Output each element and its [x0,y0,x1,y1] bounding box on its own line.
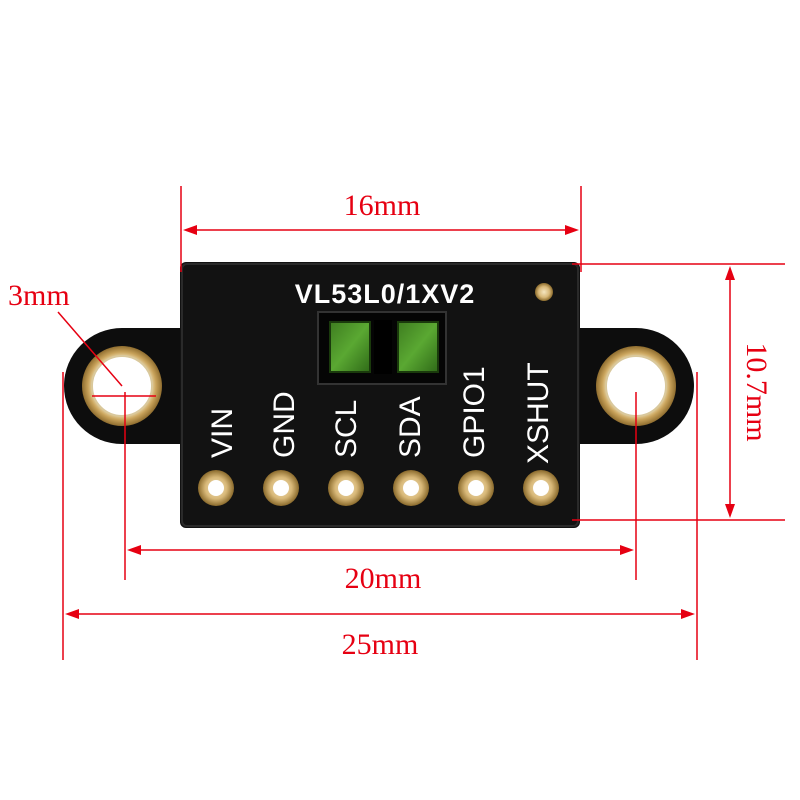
pin-pad-gpio1 [458,470,494,506]
dimension-3mm [57,311,156,397]
pin-label-gpio1: GPIO1 [458,366,491,458]
pin-label-xshut: XSHUT [522,362,555,464]
pin-pad-sda [393,470,429,506]
dimension-25mm [62,372,698,660]
mounting-hole-right [596,346,676,426]
pin-pad-scl [328,470,364,506]
pin-pad-gnd [263,470,299,506]
pcb-main-body [180,262,580,528]
pin-label-gnd: GND [268,391,301,458]
label-25mm: 25mm [342,628,419,661]
pin-label-vin: VIN [206,408,239,458]
dimension-16mm [180,186,582,272]
label-10-7mm: 10.7mm [740,342,773,441]
dimension-annotations [57,186,785,660]
label-3mm: 3mm [8,279,70,312]
tof-sensor-chip [317,311,447,385]
dimension-20mm [124,392,637,580]
pin-pad-vin [198,470,234,506]
pin-label-scl: SCL [330,400,363,458]
board-title: VL53L0/1XV2 [295,279,476,309]
dimension-10-7mm [572,263,785,521]
via-pad [535,283,553,301]
sensor-receiver-window [397,321,439,373]
pin-pads [198,470,559,506]
pin-pad-xshut [523,470,559,506]
pin-labels: VIN GND SCL SDA GPIO1 XSHUT [206,362,555,464]
pin-label-sda: SDA [394,396,427,458]
sensor-emitter-window [329,321,371,373]
label-16mm: 16mm [344,189,421,222]
pcb-board [64,262,694,528]
label-20mm: 20mm [345,562,422,595]
